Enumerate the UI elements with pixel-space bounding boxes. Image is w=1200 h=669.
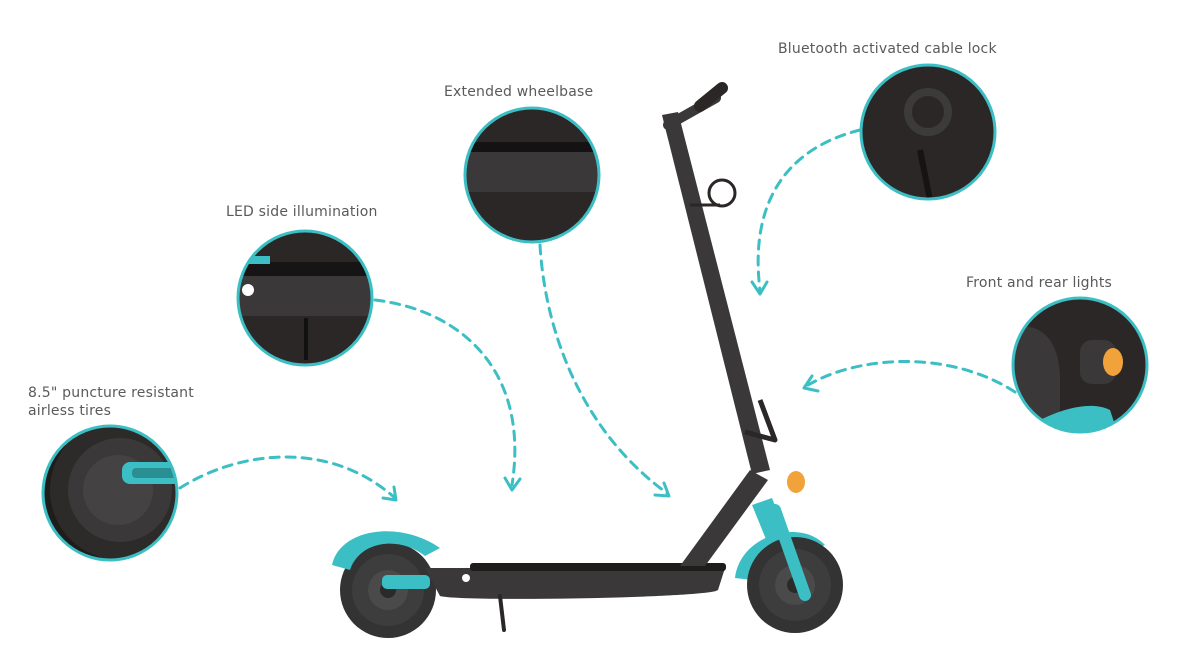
- label-cable-lock: Bluetooth activated cable lock: [778, 41, 997, 57]
- front-light: [787, 471, 805, 493]
- rear-fender: [332, 531, 440, 570]
- arrow-lights: [806, 360, 1017, 394]
- detail-circle-cable-lock: [859, 63, 997, 201]
- arrowhead-lock: [750, 280, 769, 296]
- stem: [662, 112, 770, 474]
- label-tires-line2: airless tires: [28, 403, 112, 419]
- front-wheel: [747, 537, 843, 633]
- scooter-illustration: [332, 82, 843, 638]
- deck-led: [462, 574, 470, 582]
- arrowhead-led: [503, 476, 522, 492]
- cable-lock-loop: [707, 178, 737, 208]
- stem-latch: [744, 399, 778, 443]
- arrowhead-lights: [802, 374, 820, 393]
- arrowhead-wheelbase: [653, 481, 671, 498]
- label-led-illumination: LED side illumination: [226, 204, 378, 220]
- detail-circle-lights: [1011, 296, 1149, 434]
- kickstand: [498, 594, 506, 632]
- label-wheelbase: Extended wheelbase: [444, 84, 594, 100]
- arrow-wheelbase: [538, 243, 670, 496]
- frame-neck: [680, 470, 768, 566]
- deck: [425, 568, 725, 599]
- detail-circle-tires: [41, 424, 179, 562]
- handlebar-grip: [694, 82, 728, 112]
- rear-fork: [382, 575, 430, 589]
- arrow-led: [373, 298, 517, 487]
- label-front-rear-lights: Front and rear lights: [966, 275, 1113, 291]
- arrow-tires: [178, 455, 397, 500]
- label-tires: 8.5" puncture resistant airless tires: [28, 384, 194, 420]
- detail-circle-led: [236, 229, 374, 367]
- detail-circle-wheelbase: [463, 106, 601, 244]
- label-tires-line1: 8.5" puncture resistant: [28, 385, 194, 401]
- arrowhead-tires: [381, 485, 398, 502]
- arrow-lock: [756, 128, 862, 292]
- arrow-heads: [381, 280, 820, 502]
- deck-top: [470, 563, 726, 571]
- callout-arrows: [178, 128, 1017, 500]
